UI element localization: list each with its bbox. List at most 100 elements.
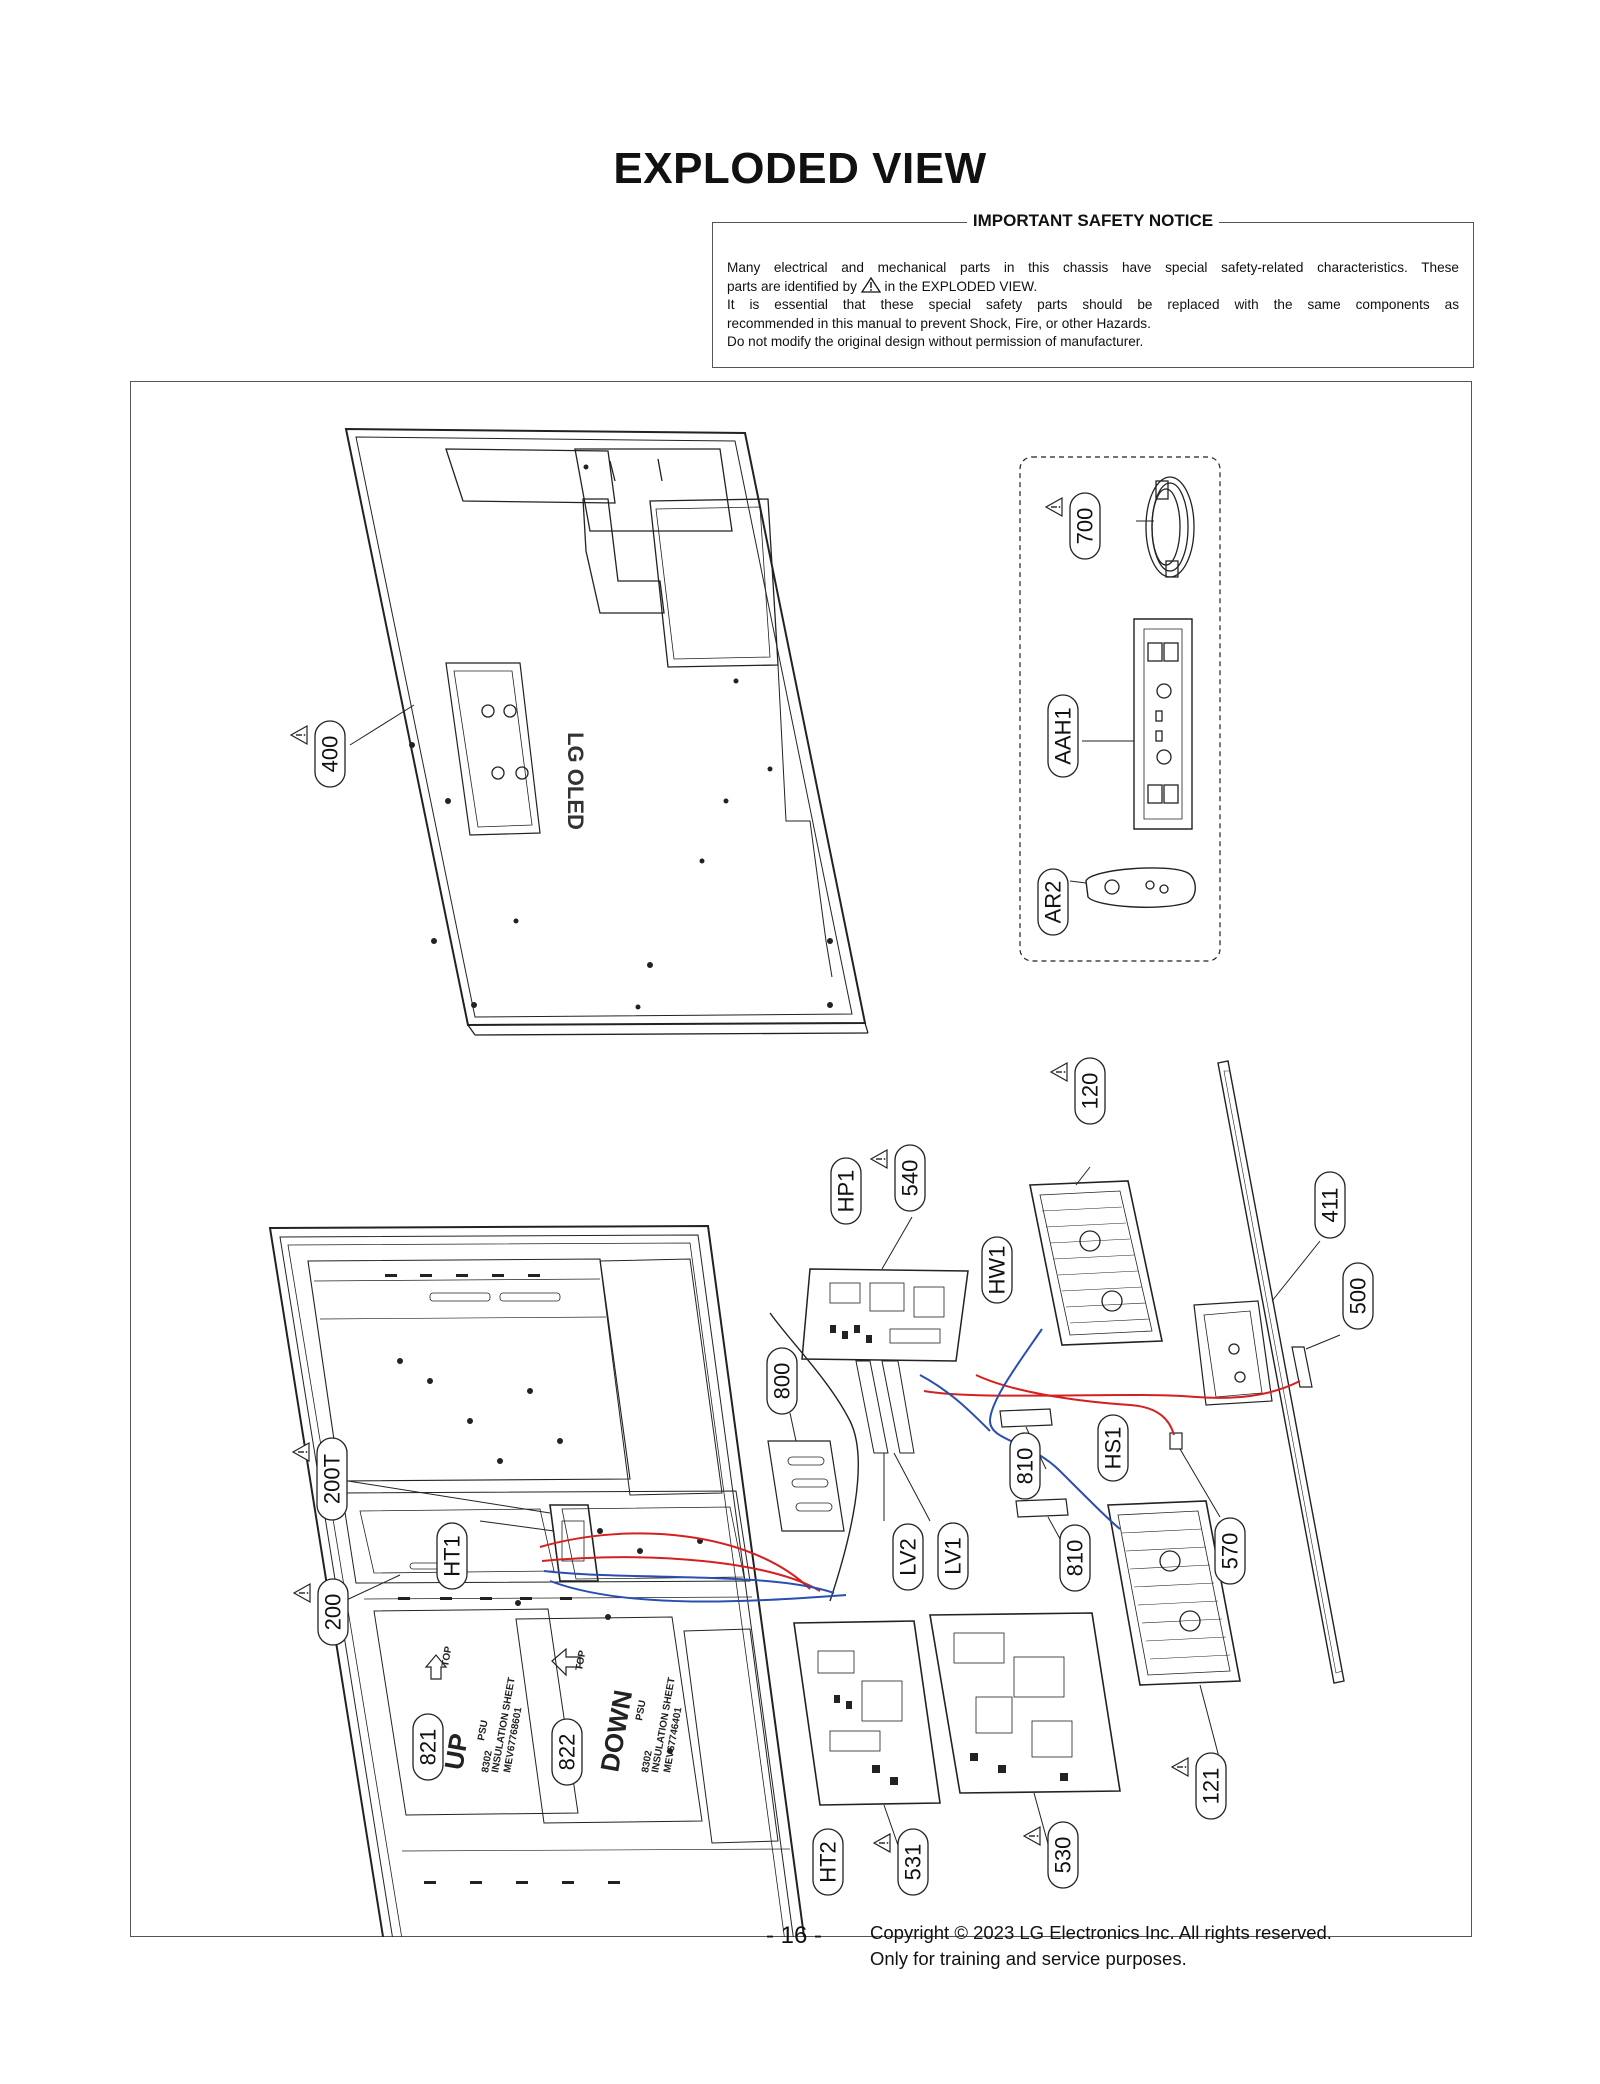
callout-bubble bbox=[317, 1578, 349, 1646]
callout-bubble bbox=[1097, 1414, 1129, 1482]
warning-triangle-icon bbox=[1049, 1061, 1068, 1083]
safety-notice-line: parts are identified by in the EXPLODED … bbox=[727, 277, 1038, 295]
callout-bubble bbox=[1009, 1432, 1041, 1500]
callout-label: 570 bbox=[1218, 1533, 1243, 1570]
lvds-cable-part bbox=[855, 1360, 931, 1522]
callout-bubble bbox=[1342, 1262, 1374, 1330]
callout-HW1: HW1 bbox=[981, 1236, 1013, 1304]
power-board-531-part bbox=[793, 1620, 941, 1852]
callout-bubble bbox=[894, 1144, 926, 1212]
callout-label: 810 bbox=[1013, 1448, 1038, 1485]
callout-AAH1: AAH1 bbox=[1047, 694, 1079, 778]
callout-821: 821 bbox=[412, 1713, 444, 1781]
callout-label: HT1 bbox=[440, 1535, 465, 1577]
warning-triangle-icon bbox=[860, 277, 881, 293]
exploded-view-diagram: LG OLED bbox=[268, 427, 1374, 1937]
callout-bubble bbox=[981, 1236, 1013, 1304]
safety-notice-line: Do not modify the original design withou… bbox=[727, 333, 1144, 349]
copyright-line-1: Copyright © 2023 LG Electronics Inc. All… bbox=[870, 1922, 1332, 1943]
callout-label: 411 bbox=[1318, 1187, 1343, 1222]
sheet-down-psu: PSU bbox=[634, 1699, 648, 1721]
cabinet-backplate-part: UP PSU 8302 INSULATION SHEET MEV67768601… bbox=[268, 1224, 806, 1937]
callout-HT1: HT1 bbox=[436, 1522, 468, 1590]
speaker-lower-part bbox=[1107, 1500, 1241, 1762]
callout-label: AAH1 bbox=[1051, 707, 1076, 764]
callout-HT2: HT2 bbox=[812, 1828, 844, 1896]
warning-triangle-icon bbox=[872, 1832, 891, 1854]
callout-bubble bbox=[436, 1522, 468, 1590]
callout-label: 531 bbox=[901, 1844, 926, 1881]
callout-bubble bbox=[1074, 1057, 1106, 1125]
callout-label: 200 bbox=[321, 1594, 346, 1631]
callout-bubble bbox=[1037, 868, 1069, 936]
sheet-up-label: UP bbox=[438, 1731, 474, 1772]
callout-label: AR2 bbox=[1041, 881, 1066, 924]
callout-bubble bbox=[897, 1828, 929, 1896]
callout-label: 540 bbox=[898, 1160, 923, 1197]
bracket-part bbox=[767, 1412, 845, 1532]
callout-LV1: LV1 bbox=[937, 1522, 969, 1590]
copyright-notice: Copyright © 2023 LG Electronics Inc. All… bbox=[870, 1920, 1332, 1972]
callout-bubble bbox=[766, 1347, 798, 1415]
sheet-up-top-label: TOP bbox=[440, 1645, 454, 1667]
callout-bubble bbox=[937, 1522, 969, 1590]
callout-label: 530 bbox=[1051, 1837, 1076, 1874]
callout-bubble bbox=[316, 1437, 348, 1521]
callout-bubble bbox=[551, 1718, 583, 1786]
warning-triangle-icon bbox=[869, 1148, 888, 1170]
callout-530: 530 bbox=[1022, 1821, 1079, 1889]
callout-label: HS1 bbox=[1101, 1427, 1126, 1470]
sheet-up-psu: PSU bbox=[476, 1719, 490, 1741]
callout-810a: 810 bbox=[1009, 1432, 1041, 1500]
warning-triangle-icon bbox=[1044, 496, 1063, 518]
callout-822: 822 bbox=[551, 1718, 583, 1786]
callout-label: 800 bbox=[770, 1363, 795, 1400]
callout-531: 531 bbox=[872, 1828, 929, 1896]
callout-label: 810 bbox=[1063, 1540, 1088, 1577]
callout-540: 540 bbox=[869, 1144, 926, 1212]
callout-200T: 200T bbox=[291, 1437, 348, 1521]
page-number: - 16 - bbox=[766, 1922, 823, 1949]
callout-HP1: HP1 bbox=[830, 1157, 862, 1225]
callout-bubble bbox=[1047, 1821, 1079, 1889]
callout-label: 822 bbox=[555, 1734, 580, 1771]
callout-label: 120 bbox=[1078, 1073, 1103, 1110]
safety-notice-line: recommended in this manual to prevent Sh… bbox=[727, 315, 1151, 331]
wall-mount-bracket-part bbox=[1082, 618, 1193, 830]
callout-200: 200 bbox=[292, 1578, 349, 1646]
small-bracket-part bbox=[1291, 1334, 1341, 1388]
callout-HS1: HS1 bbox=[1097, 1414, 1129, 1482]
callout-label: LV1 bbox=[941, 1537, 966, 1575]
warning-triangle-icon bbox=[291, 1441, 310, 1463]
callout-label: 821 bbox=[416, 1729, 441, 1766]
sheet-up-model: 8302 bbox=[480, 1749, 495, 1773]
safety-notice-line: It is essential that these special safet… bbox=[727, 297, 1459, 313]
main-board-part bbox=[801, 1216, 969, 1362]
warning-triangle-icon bbox=[1170, 1756, 1189, 1778]
callout-label: 500 bbox=[1346, 1278, 1371, 1315]
accessory-group bbox=[1019, 456, 1221, 962]
callout-400: 400 bbox=[289, 720, 346, 788]
callout-800: 800 bbox=[766, 1347, 798, 1415]
callout-500: 500 bbox=[1342, 1262, 1374, 1330]
callout-bubble bbox=[830, 1157, 862, 1225]
hp1-cable bbox=[769, 1312, 859, 1602]
speaker-upper-part bbox=[1029, 1166, 1163, 1346]
arrow-left-icon bbox=[551, 1647, 581, 1677]
callout-120: 120 bbox=[1049, 1057, 1106, 1125]
safety-notice-heading: IMPORTANT SAFETY NOTICE bbox=[966, 211, 1220, 230]
callout-label: 121 bbox=[1199, 1768, 1224, 1805]
callout-bubble bbox=[1059, 1524, 1091, 1592]
callout-label: LV2 bbox=[896, 1538, 921, 1576]
sheet-down-top-label: TOP bbox=[574, 1649, 588, 1671]
callout-label: 400 bbox=[318, 736, 343, 773]
callout-121: 121 bbox=[1170, 1752, 1227, 1820]
diagram-frame bbox=[130, 381, 1472, 1937]
callout-AR2: AR2 bbox=[1037, 868, 1069, 936]
callout-LV2: LV2 bbox=[892, 1523, 924, 1591]
power-board-530-part bbox=[929, 1612, 1121, 1852]
callout-bubble bbox=[1069, 492, 1101, 560]
sheet-down-label: DOWN bbox=[594, 1688, 638, 1774]
callout-label: HT2 bbox=[816, 1841, 841, 1883]
